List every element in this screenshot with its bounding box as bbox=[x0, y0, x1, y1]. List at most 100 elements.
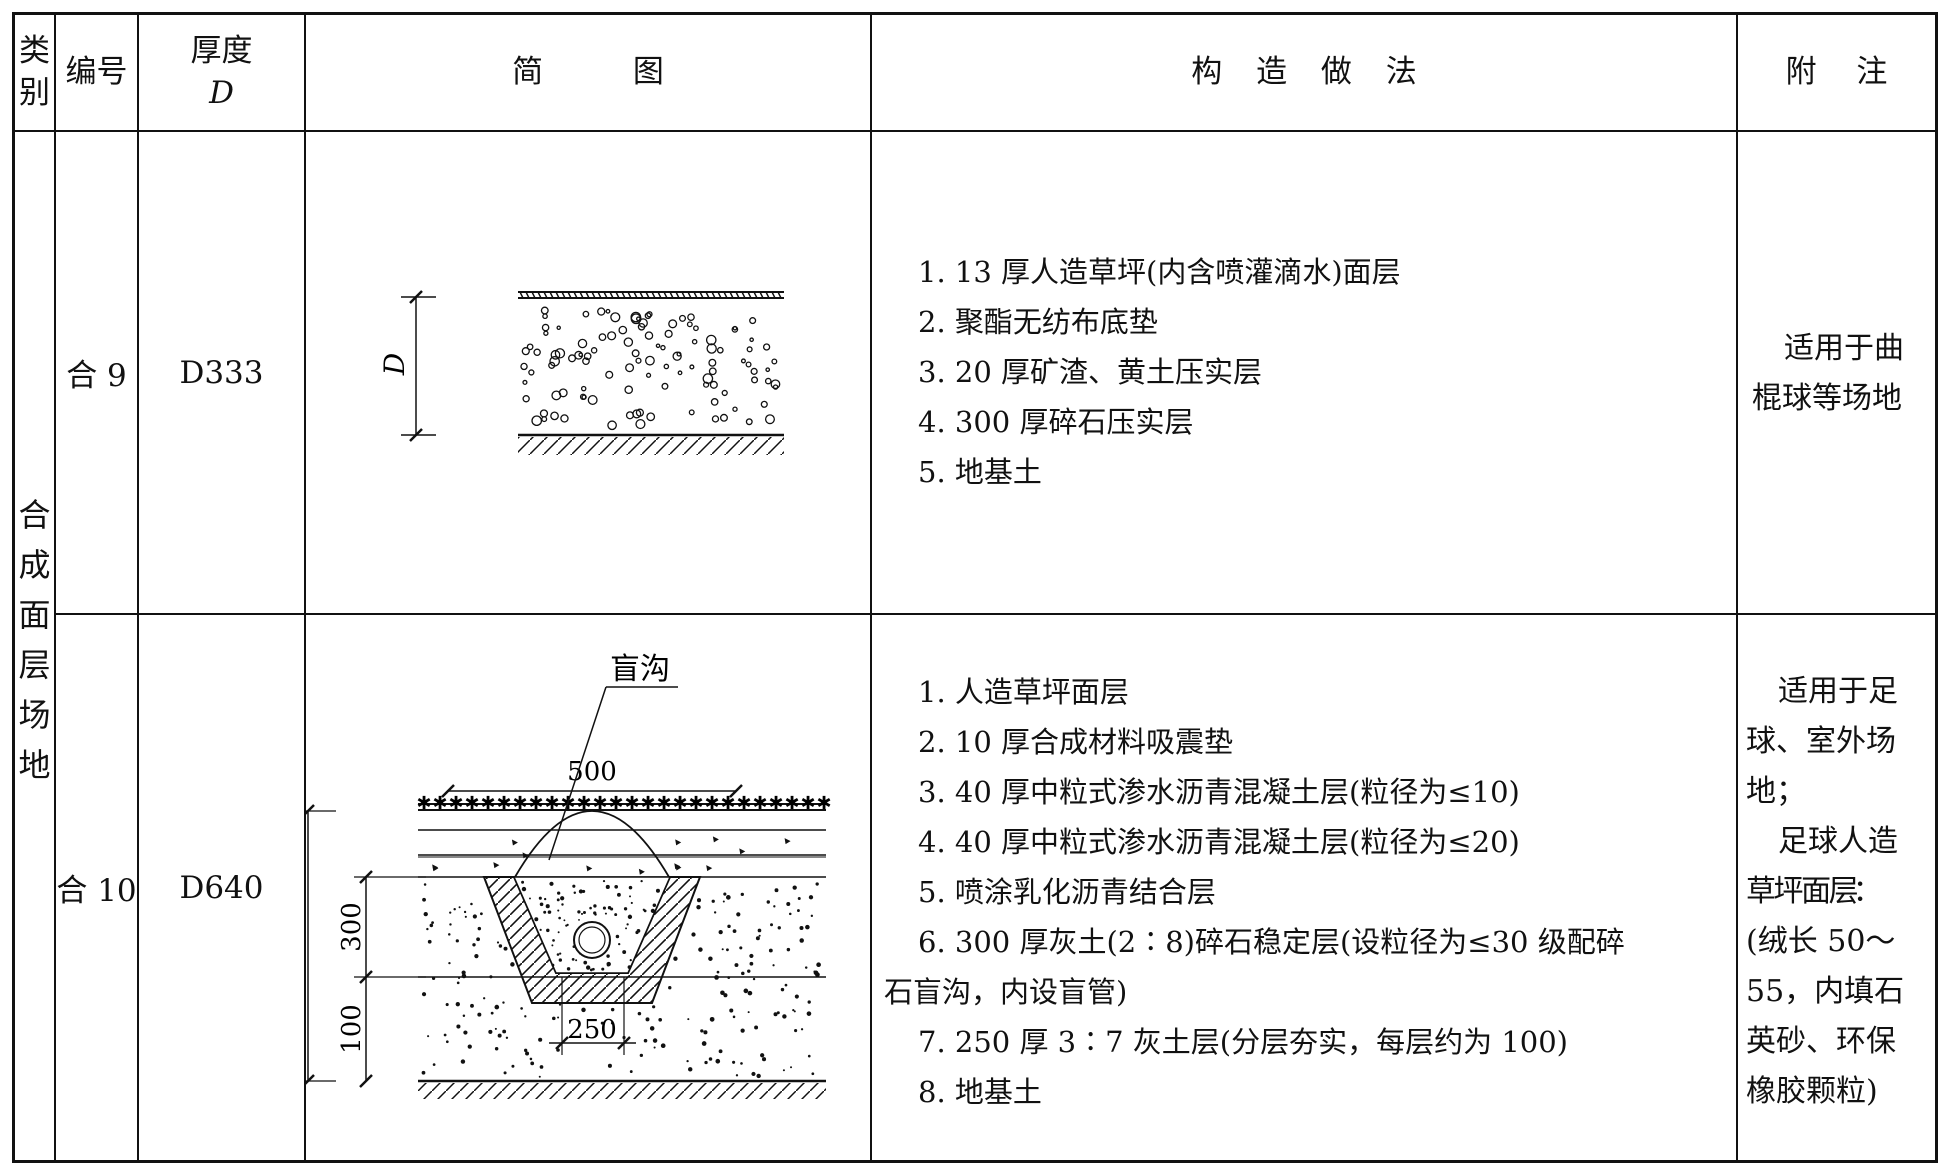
row-1-thickness: D333 bbox=[139, 132, 304, 613]
step-item: 4. 300 厚碎石压实层 bbox=[918, 405, 1194, 439]
step-item: 6. 300 厚灰土(2∶8)碎石稳定层(设粒径为≤30 级配碎 bbox=[918, 925, 1625, 959]
header-construction: 构 造 做 法 bbox=[872, 15, 1736, 130]
svg-text:✱: ✱ bbox=[576, 793, 591, 814]
row-separator bbox=[54, 613, 1938, 615]
svg-text:✱: ✱ bbox=[464, 793, 479, 814]
row-1-code: 合 9 bbox=[56, 132, 137, 613]
category-char: 成 bbox=[18, 546, 51, 584]
svg-text:✱: ✱ bbox=[816, 793, 831, 814]
row-1-steps: 1. 13 厚人造草坪(内含喷灌滴水)面层 2. 聚酯无纺布底垫 3. 20 厚… bbox=[918, 247, 1401, 497]
aggregate-fill bbox=[421, 836, 821, 1079]
header-category-char-2: 别 bbox=[19, 74, 50, 111]
note-line: 棍球等场地 bbox=[1752, 381, 1902, 416]
row-2-code: 合 10 bbox=[56, 615, 137, 1160]
dimension-d: D bbox=[378, 290, 436, 442]
step-item: 石盲沟，内设盲管) bbox=[884, 975, 1128, 1009]
row-2-note: 适用于足 球、室外场 地； 足球人造 草 坪 面 层： (绒长 50～ 55，内… bbox=[1746, 667, 1904, 1117]
svg-text:✱: ✱ bbox=[752, 793, 767, 814]
callout-label: 盲沟 bbox=[610, 652, 670, 687]
col-separator-2 bbox=[137, 12, 139, 1163]
header-code: 编号 bbox=[56, 15, 137, 130]
table-border-top bbox=[12, 12, 1938, 15]
dimension-250-label: 250 bbox=[567, 1015, 617, 1045]
svg-text:✱: ✱ bbox=[432, 793, 447, 814]
header-category-char-1: 类 bbox=[19, 32, 50, 69]
dimension-300-100: 300 100 bbox=[337, 870, 426, 1088]
svg-text:✱: ✱ bbox=[720, 793, 735, 814]
table-border-left bbox=[12, 12, 15, 1163]
svg-text:✱: ✱ bbox=[800, 793, 815, 814]
row-2-steps: 1. 人造草坪面层 2. 10 厚合成材料吸震垫 3. 40 厚中粒式渗水沥青混… bbox=[884, 667, 1625, 1117]
dimension-250: 250 bbox=[549, 977, 636, 1055]
note-line: 足球人造 bbox=[1778, 824, 1898, 859]
row-2-thickness-text: D640 bbox=[179, 869, 264, 906]
col-separator-1 bbox=[54, 12, 56, 1163]
svg-text:✱: ✱ bbox=[448, 793, 463, 814]
step-item: 2. 聚酯无纺布底垫 bbox=[918, 305, 1158, 339]
svg-text:✱: ✱ bbox=[544, 793, 559, 814]
step-item: 3. 20 厚矿渣、黄土压实层 bbox=[918, 355, 1263, 389]
note-line: 草 坪 面 层： bbox=[1746, 874, 1883, 909]
header-thickness-label: 厚度 bbox=[190, 32, 253, 69]
row-1-sketch: D bbox=[378, 290, 784, 455]
row-1-thickness-text: D333 bbox=[179, 354, 264, 391]
category-char: 面 bbox=[18, 596, 51, 634]
step-item: 2. 10 厚合成材料吸震垫 bbox=[918, 725, 1234, 759]
note-line: 球、室外场 bbox=[1746, 724, 1896, 759]
dimension-d: D bbox=[306, 804, 336, 1085]
step-item: 7. 250 厚 3∶7 灰土层(分层夯实，每层约为 100) bbox=[918, 1025, 1568, 1059]
svg-text:✱: ✱ bbox=[624, 793, 639, 814]
step-item: 3. 40 厚中粒式渗水沥青混凝土层(粒径为≤10) bbox=[918, 775, 1520, 809]
row-2-sketch: ✱✱✱✱✱✱✱✱✱✱✱✱✱✱✱✱✱✱✱✱✱✱✱✱✱✱ 500 bbox=[306, 652, 832, 1099]
blind-pipe-inner bbox=[578, 926, 606, 954]
header-notes-label: 附 注 bbox=[1785, 53, 1888, 90]
header-sketch-label: 简 图 bbox=[512, 53, 664, 90]
svg-text:✱: ✱ bbox=[784, 793, 799, 814]
row-1-code-text: 合 9 bbox=[66, 358, 127, 394]
svg-text:✱: ✱ bbox=[608, 793, 623, 814]
note-line: 适用于曲 bbox=[1784, 331, 1904, 366]
svg-text:✱: ✱ bbox=[640, 793, 655, 814]
dimension-300-label: 300 bbox=[337, 902, 367, 952]
svg-text:✱: ✱ bbox=[704, 793, 719, 814]
note-line: (绒长 50～ bbox=[1746, 924, 1896, 959]
header-category: 类 别 bbox=[15, 15, 54, 130]
step-item: 4. 40 厚中粒式渗水沥青混凝土层(粒径为≤20) bbox=[918, 825, 1520, 859]
svg-text:✱: ✱ bbox=[528, 793, 543, 814]
step-item: 8. 地基土 bbox=[918, 1075, 1042, 1109]
step-item: 5. 地基土 bbox=[918, 455, 1042, 489]
svg-text:✱: ✱ bbox=[656, 793, 671, 814]
svg-text:✱: ✱ bbox=[768, 793, 783, 814]
subgrade-hatch bbox=[418, 1083, 826, 1099]
subgrade-hatch bbox=[518, 437, 784, 455]
header-construction-label: 构 造 做 法 bbox=[1191, 53, 1417, 90]
note-line: 橡胶颗粒) bbox=[1746, 1074, 1878, 1109]
category-label: 合 成 面 层 场 地 bbox=[15, 490, 54, 790]
svg-text:✱: ✱ bbox=[512, 793, 527, 814]
step-item: 5. 喷涂乳化沥青结合层 bbox=[918, 875, 1216, 909]
col-separator-5 bbox=[1736, 12, 1738, 1163]
gravel-layer bbox=[520, 306, 781, 431]
turf-layer bbox=[518, 291, 784, 299]
row-2-code-text: 合 10 bbox=[56, 873, 137, 909]
header-thickness: 厚度 D bbox=[139, 15, 304, 130]
note-line: 适用于足 bbox=[1778, 674, 1898, 709]
category-char: 地 bbox=[18, 746, 51, 784]
svg-text:✱: ✱ bbox=[416, 793, 431, 814]
row-1-note: 适用于曲 棍球等场地 bbox=[1752, 324, 1904, 424]
header-sketch: 简 图 bbox=[306, 15, 870, 130]
row-2-thickness: D640 bbox=[139, 615, 304, 1160]
header-code-label: 编号 bbox=[65, 53, 128, 90]
note-line: 55，内填石 bbox=[1746, 974, 1905, 1009]
callout-blind-ditch: 盲沟 bbox=[548, 652, 678, 861]
step-item: 1. 人造草坪面层 bbox=[918, 675, 1129, 709]
step-item: 1. 13 厚人造草坪(内含喷灌滴水)面层 bbox=[918, 255, 1401, 289]
dimension-d-label: D bbox=[378, 353, 411, 376]
svg-text:✱: ✱ bbox=[672, 793, 687, 814]
turf-layer: ✱✱✱✱✱✱✱✱✱✱✱✱✱✱✱✱✱✱✱✱✱✱✱✱✱✱ bbox=[416, 793, 831, 814]
trench-aggregate bbox=[521, 879, 660, 972]
svg-text:✱: ✱ bbox=[592, 793, 607, 814]
dimension-100-label: 100 bbox=[337, 1004, 367, 1054]
table-border-bottom bbox=[12, 1160, 1938, 1163]
category-char: 层 bbox=[18, 646, 51, 684]
